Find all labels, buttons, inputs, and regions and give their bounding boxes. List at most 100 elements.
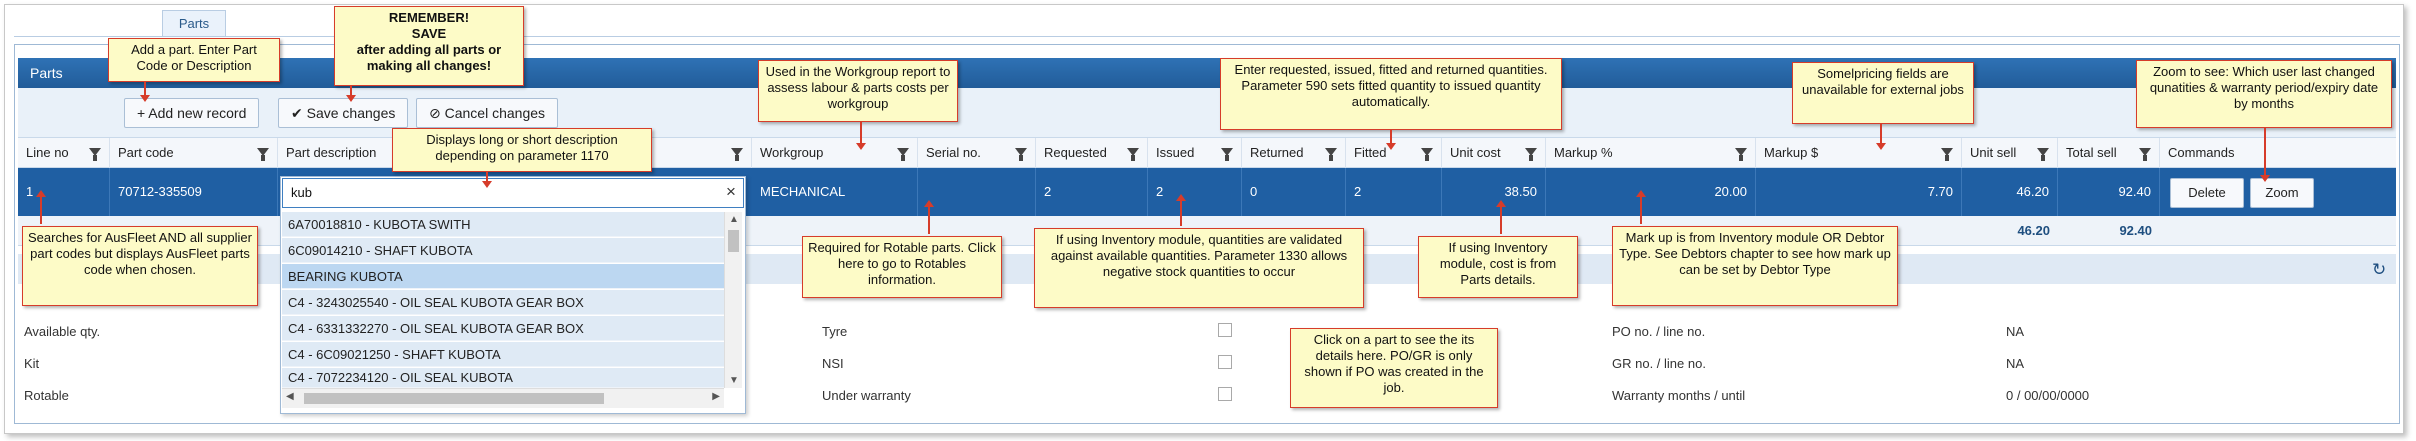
dropdown-item[interactable]: C4 - 7072234120 - OIL SEAL KUBOTA xyxy=(282,368,724,388)
note-workgroup: Used in the Workgroup report to assess l… xyxy=(758,60,958,122)
cell-markup-pct[interactable]: 20.00 xyxy=(1546,168,1756,216)
dropdown-item[interactable]: 6C09014210 - SHAFT KUBOTA xyxy=(282,238,724,263)
filter-icon[interactable] xyxy=(897,148,909,161)
note-click-part: Click on a part to see the its details h… xyxy=(1290,328,1498,408)
col-fitted[interactable]: Fitted xyxy=(1346,138,1442,168)
note-description: Displays long or short description depen… xyxy=(392,128,652,172)
warranty-checkbox[interactable] xyxy=(1218,387,1232,401)
cell-fitted[interactable]: 2 xyxy=(1346,168,1442,216)
cell-unit-cost: 38.50 xyxy=(1442,168,1546,216)
filter-icon[interactable] xyxy=(1941,148,1953,161)
dropdown-vertical-scrollbar[interactable]: ▲ ▼ xyxy=(724,212,742,388)
parts-panel xyxy=(14,44,2400,424)
cancel-changes-button[interactable]: ⊘ Cancel changes xyxy=(416,98,559,128)
dropdown-item[interactable]: 6A70018810 - KUBOTA SWITH xyxy=(282,212,724,237)
detail-under-warranty: Under warranty xyxy=(822,388,911,403)
cell-serial-no[interactable] xyxy=(918,168,1036,216)
cell-requested[interactable]: 2 xyxy=(1036,168,1148,216)
add-record-button[interactable]: + Add new record xyxy=(124,98,260,128)
col-markup-amt[interactable]: Markup $ xyxy=(1756,138,1962,168)
scroll-up-icon[interactable]: ▲ xyxy=(729,214,739,225)
cell-total-sell: 92.40 xyxy=(2058,168,2160,216)
col-line-no[interactable]: Line no xyxy=(18,138,110,168)
total-total-sell: 92.40 xyxy=(2119,223,2152,238)
note-zoom: Zoom to see: Which user last changed qun… xyxy=(2136,60,2392,128)
note-arrow xyxy=(1876,124,1886,150)
note-inventory-cost: If using Inventory module, cost is from … xyxy=(1418,236,1578,298)
note-arrow xyxy=(482,172,492,188)
detail-po-value: NA xyxy=(2006,324,2025,339)
delete-button[interactable]: Delete xyxy=(2170,178,2244,208)
zoom-button[interactable]: Zoom xyxy=(2250,178,2314,208)
dropdown-item[interactable]: C4 - 6331332270 - OIL SEAL KUBOTA GEAR B… xyxy=(282,316,724,341)
filter-icon[interactable] xyxy=(89,148,101,161)
note-arrow xyxy=(1640,196,1642,224)
scroll-right-icon[interactable]: ▶ xyxy=(712,391,720,402)
col-serial-no[interactable]: Serial no. xyxy=(918,138,1036,168)
refresh-icon[interactable]: ↻ xyxy=(2372,260,2387,279)
note-markup: Mark up is from Inventory module OR Debt… xyxy=(1612,226,1898,306)
col-part-description[interactable]: Part description xyxy=(278,138,752,168)
col-issued[interactable]: Issued xyxy=(1148,138,1242,168)
filter-icon[interactable] xyxy=(731,148,743,161)
clear-icon[interactable]: × xyxy=(726,182,736,201)
tab-divider xyxy=(14,36,2400,37)
col-markup-pct[interactable]: Markup % xyxy=(1546,138,1756,168)
note-remember: REMEMBER! SAVE after adding all parts or… xyxy=(334,6,524,86)
filter-icon[interactable] xyxy=(1735,148,1747,161)
cell-workgroup[interactable]: MECHANICAL xyxy=(752,168,918,216)
filter-icon[interactable] xyxy=(2037,148,2049,161)
note-arrow xyxy=(928,206,930,234)
filter-icon[interactable] xyxy=(1127,148,1139,161)
tyre-checkbox[interactable] xyxy=(1218,323,1232,337)
note-arrow xyxy=(346,86,356,102)
detail-gr-label: GR no. / line no. xyxy=(1612,356,1706,371)
col-workgroup[interactable]: Workgroup xyxy=(752,138,918,168)
col-unit-sell[interactable]: Unit sell xyxy=(1962,138,2058,168)
col-unit-cost[interactable]: Unit cost xyxy=(1442,138,1546,168)
scroll-thumb[interactable] xyxy=(728,230,739,252)
filter-icon[interactable] xyxy=(1221,148,1233,161)
filter-icon[interactable] xyxy=(257,148,269,161)
cell-markup-amt[interactable]: 7.70 xyxy=(1756,168,1962,216)
dropdown-item[interactable]: C4 - 6C09021250 - SHAFT KUBOTA xyxy=(282,342,724,367)
nsi-checkbox[interactable] xyxy=(1218,355,1232,369)
save-changes-button[interactable]: ✔ Save changes xyxy=(278,98,409,128)
note-arrow xyxy=(140,82,150,102)
check-icon: ✔ xyxy=(291,105,307,121)
note-add-part: Add a part. Enter Part Code or Descripti… xyxy=(108,38,280,82)
dropdown-item[interactable]: C4 - 3243025540 - OIL SEAL KUBOTA GEAR B… xyxy=(282,290,724,315)
cell-returned[interactable]: 0 xyxy=(1242,168,1346,216)
filter-icon[interactable] xyxy=(1015,148,1027,161)
tab-parts[interactable]: Parts xyxy=(162,10,226,36)
scroll-left-icon[interactable]: ◀ xyxy=(286,391,294,402)
filter-icon[interactable] xyxy=(2139,148,2151,161)
part-description-input[interactable]: kub xyxy=(282,178,744,208)
dropdown-item-selected[interactable]: BEARING KUBOTA xyxy=(282,264,724,289)
note-arrow xyxy=(1500,206,1502,234)
note-inventory-qty: If using Inventory module, quantities ar… xyxy=(1034,228,1364,308)
filter-icon[interactable] xyxy=(1421,148,1433,161)
col-total-sell[interactable]: Total sell xyxy=(2058,138,2160,168)
col-part-code[interactable]: Part code xyxy=(110,138,278,168)
col-requested[interactable]: Requested xyxy=(1036,138,1148,168)
detail-po-label: PO no. / line no. xyxy=(1612,324,1706,339)
scroll-thumb[interactable] xyxy=(304,393,604,404)
filter-icon[interactable] xyxy=(1325,148,1337,161)
detail-nsi: NSI xyxy=(822,356,844,371)
cell-part-code: 70712-335509 xyxy=(110,168,278,216)
note-requested: Enter requested, issued, fitted and retu… xyxy=(1220,58,1562,130)
cell-issued[interactable]: 2 xyxy=(1148,168,1242,216)
cell-unit-sell: 46.20 xyxy=(1962,168,2058,216)
dropdown-horizontal-scrollbar[interactable]: ◀ ▶ xyxy=(282,388,724,408)
plus-icon: + xyxy=(137,105,149,121)
detail-available-qty: Available qty. xyxy=(24,324,101,339)
note-search: Searches for AusFleet AND all supplier p… xyxy=(22,226,258,306)
col-returned[interactable]: Returned xyxy=(1242,138,1346,168)
detail-warranty-value: 0 / 00/00/0000 xyxy=(2006,388,2090,403)
note-arrow xyxy=(40,196,42,224)
note-rotable: Required for Rotable parts. Click here t… xyxy=(802,236,1002,298)
cancel-icon: ⊘ xyxy=(429,105,445,121)
filter-icon[interactable] xyxy=(1525,148,1537,161)
scroll-down-icon[interactable]: ▼ xyxy=(729,375,739,386)
